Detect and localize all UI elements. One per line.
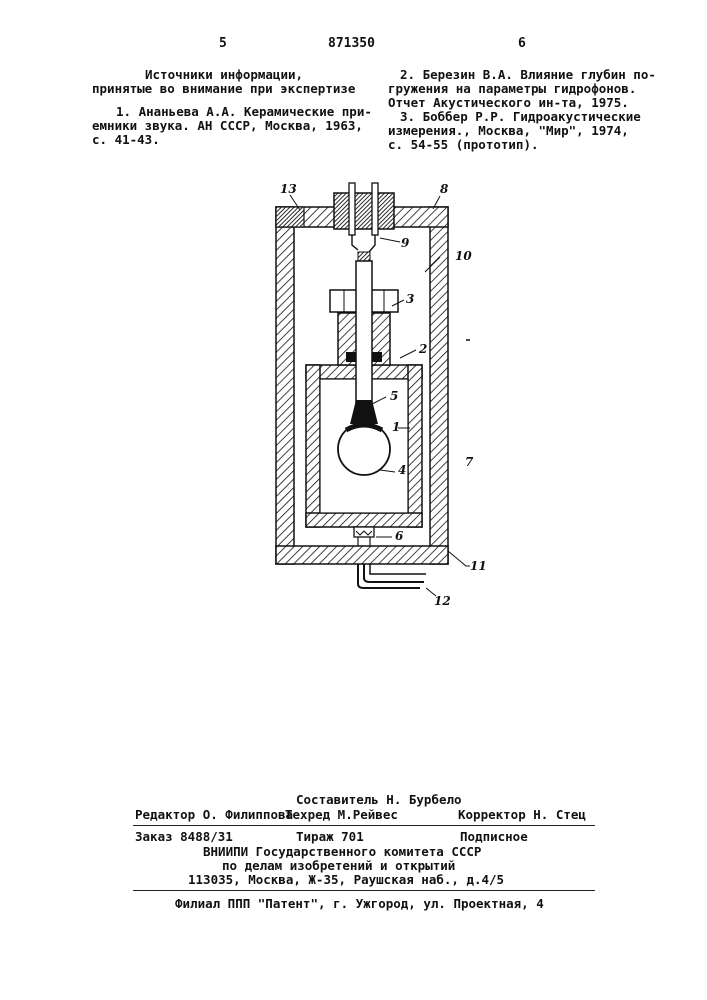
label-9: 9 (401, 236, 410, 250)
org-line-3: 113035, Москва, Ж-35, Раушская наб., д.4… (188, 873, 504, 887)
colophon-divider-top (133, 825, 595, 826)
label-11: 11 (470, 559, 487, 573)
label-4: 4 (398, 463, 406, 477)
top-connector (334, 183, 394, 261)
outlet-pipes (358, 564, 426, 588)
order-line: Заказ 8488/31 (135, 830, 233, 844)
label-8: 8 (440, 182, 449, 196)
branch-line: Филиал ППП "Патент", г. Ужгород, ул. Про… (175, 897, 544, 911)
bottom-piston (354, 527, 374, 546)
techred-line: Техред М.Рейвес (285, 808, 398, 822)
label-6: 6 (395, 529, 404, 543)
label-1: 1 (392, 420, 400, 434)
corrector-line: Корректор Н. Стец (458, 808, 586, 822)
label-10: 10 (455, 249, 472, 263)
editor-line: Редактор О. Филиппова (135, 808, 293, 822)
subscription-line: Подписное (460, 830, 528, 844)
org-line-2: по делам изобретений и открытий (222, 859, 455, 873)
circulation-line: Тираж 701 (296, 830, 364, 844)
label-5: 5 (390, 389, 398, 403)
compiler-line: Составитель Н. Бурбело (296, 793, 462, 807)
label-3: 3 (406, 292, 414, 306)
label-12: 12 (434, 594, 451, 608)
org-line-1: ВНИИПИ Государственного комитета СССР (203, 845, 481, 859)
label-7: 7 (465, 455, 474, 469)
colophon-divider-bottom (133, 890, 595, 891)
label-13: 13 (280, 182, 297, 196)
label-2: 2 (418, 342, 427, 356)
